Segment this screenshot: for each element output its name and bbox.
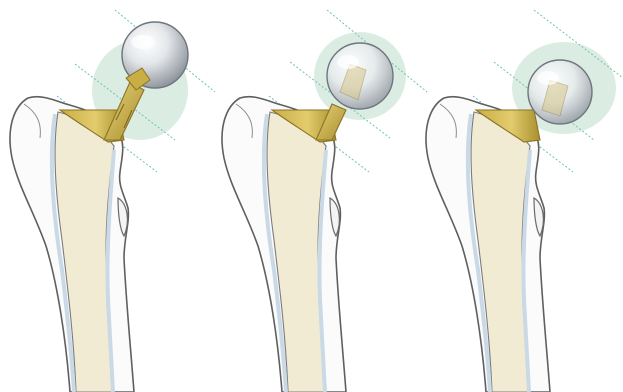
femoral-stem-illustration — [0, 0, 623, 392]
